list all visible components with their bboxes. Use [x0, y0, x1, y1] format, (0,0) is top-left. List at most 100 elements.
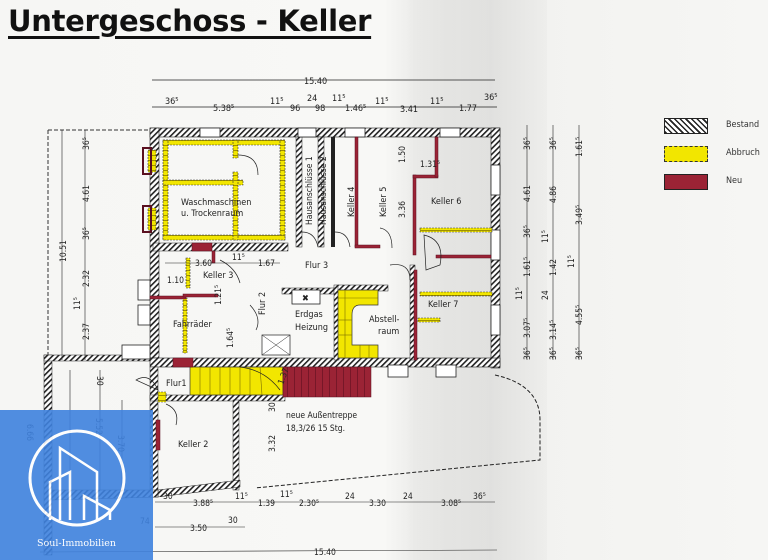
- dim-label: 3.32: [268, 435, 278, 452]
- dim-label: 36⁵: [523, 137, 533, 150]
- dim-label: 2.30⁵: [299, 499, 319, 509]
- legend-label: Abbruch: [726, 148, 760, 158]
- room-label: Waschmaschinen: [181, 198, 251, 208]
- dim-label: 11⁵: [73, 297, 83, 310]
- legend-item-abbruch: Abbruch: [664, 146, 768, 166]
- dim-label: 11⁵: [430, 97, 444, 107]
- room-label: Fahrräder: [173, 320, 213, 330]
- legend-item-neu: Neu: [664, 174, 768, 194]
- dim-label: 3.88⁵: [193, 499, 213, 509]
- dim-label: 98: [315, 104, 325, 114]
- legend-item-bestand: Bestand: [664, 118, 768, 138]
- scan-fold-shadow: [407, 0, 547, 560]
- dim-top-total: 15.40: [304, 77, 327, 87]
- dim-label: 11⁵: [280, 490, 293, 500]
- dim-label: 3.08⁵: [441, 499, 461, 509]
- red-swatch-icon: [664, 174, 708, 190]
- dim-label: 3.49⁵: [575, 205, 585, 225]
- legend-label: Neu: [726, 176, 743, 186]
- dim-label: 11⁵: [567, 255, 577, 268]
- dim-label: 30: [268, 402, 278, 412]
- dim-label: 11⁵: [541, 230, 551, 243]
- dim-label: 3.41: [400, 105, 418, 115]
- room-label: Hausanschlüsse 2: [319, 156, 329, 225]
- dim-label: 36⁵: [549, 347, 559, 360]
- room-label: raum: [378, 327, 399, 337]
- room-label: Heizung: [295, 323, 328, 333]
- room-label: Abstell-: [369, 315, 400, 325]
- new-walls: [142, 136, 492, 451]
- room-label: Keller 2: [178, 440, 208, 450]
- dim-label: 11⁵: [235, 492, 248, 502]
- room-label: Flur1: [166, 379, 187, 389]
- top-dimensions: [152, 79, 497, 108]
- room-label: Keller 7: [428, 300, 458, 310]
- dim-label: 11⁵: [232, 253, 245, 263]
- dim-label: 30: [228, 516, 238, 526]
- watermark-logo: Soul-Immobilien: [0, 410, 153, 560]
- dim-label: 1.21⁵: [214, 285, 224, 305]
- dim-label: 36⁵: [523, 347, 533, 360]
- dim-label: 2.32: [82, 270, 92, 287]
- dim-label: 3.50: [190, 524, 207, 534]
- dim-label: 24: [307, 94, 317, 104]
- svg-text:✖: ✖: [302, 294, 309, 304]
- dim-label: 3.07⁵: [523, 318, 533, 338]
- dim-label: 1.50: [398, 146, 408, 163]
- building-logo-icon: [28, 429, 126, 527]
- dim-label: 36⁵: [523, 225, 533, 238]
- dim-label: 96: [290, 104, 300, 114]
- dim-label: 11⁵: [332, 94, 346, 104]
- dim-label: 24: [403, 492, 413, 502]
- dim-label: 30: [163, 492, 173, 502]
- room-label: Flur 2: [258, 292, 268, 315]
- dim-label: 1.42: [549, 259, 559, 276]
- dim-label: 1.46⁵: [345, 104, 366, 114]
- dim-label: 4.55⁵: [575, 305, 585, 325]
- dim-label: 36⁵: [473, 492, 486, 502]
- dim-label: 36⁵: [549, 137, 559, 150]
- legend-label: Bestand: [726, 120, 760, 130]
- dim-label: 1.31⁵: [420, 160, 440, 170]
- demolished-stair: [189, 289, 379, 396]
- dim-label: 36⁵: [575, 347, 585, 360]
- dim-label: 4.61: [82, 185, 92, 202]
- yellow-swatch-icon: [664, 146, 708, 162]
- dim-label: 3.60: [195, 259, 212, 269]
- dim-label: 4.61: [523, 185, 533, 202]
- dim-label: 1.67: [258, 259, 275, 269]
- room-label: Keller 4: [347, 187, 357, 217]
- dim-label: 1.77: [459, 104, 477, 114]
- room-label: Flur 3: [305, 261, 328, 271]
- room-label: Erdgas: [295, 310, 323, 320]
- dim-label: 36⁵: [82, 137, 92, 150]
- dim-label: 30: [94, 376, 104, 386]
- annotation-label: 18,3/26 15 Stg.: [286, 424, 345, 434]
- dim-label: 24: [345, 492, 355, 502]
- dim-label: 15.40: [314, 548, 336, 558]
- dim-label: 1.61⁵: [575, 137, 585, 157]
- dim-label: 2.37: [82, 323, 92, 340]
- dim-label: 36⁵: [165, 97, 179, 107]
- dim-label: 36⁵: [484, 93, 498, 103]
- room-label: Keller 3: [203, 271, 233, 281]
- room-label: Keller 5: [379, 187, 389, 217]
- dim-label: 24: [541, 290, 551, 300]
- dim-label: 11⁵: [270, 97, 284, 107]
- dim-label: 36⁵: [82, 227, 92, 240]
- dim-label: 3.36: [398, 201, 408, 218]
- room-label: Hausanschlüsse 1: [305, 156, 315, 225]
- room-label: Keller 6: [431, 197, 461, 207]
- dim-label: 10.51: [59, 240, 69, 262]
- hatch-swatch-icon: [664, 118, 708, 134]
- dim-label: 5.38⁵: [213, 104, 234, 114]
- annotation-label: neue Außentreppe: [286, 411, 357, 421]
- dim-label: 11⁵: [515, 287, 525, 300]
- dim-label: 3.30: [369, 499, 386, 509]
- dim-label: 3.14⁵: [549, 320, 559, 340]
- dim-label: 1.64⁵: [226, 328, 236, 348]
- dim-label: 1.10: [167, 276, 184, 286]
- dim-label: 11⁵: [375, 97, 389, 107]
- dim-label: 1.61⁵: [523, 257, 533, 277]
